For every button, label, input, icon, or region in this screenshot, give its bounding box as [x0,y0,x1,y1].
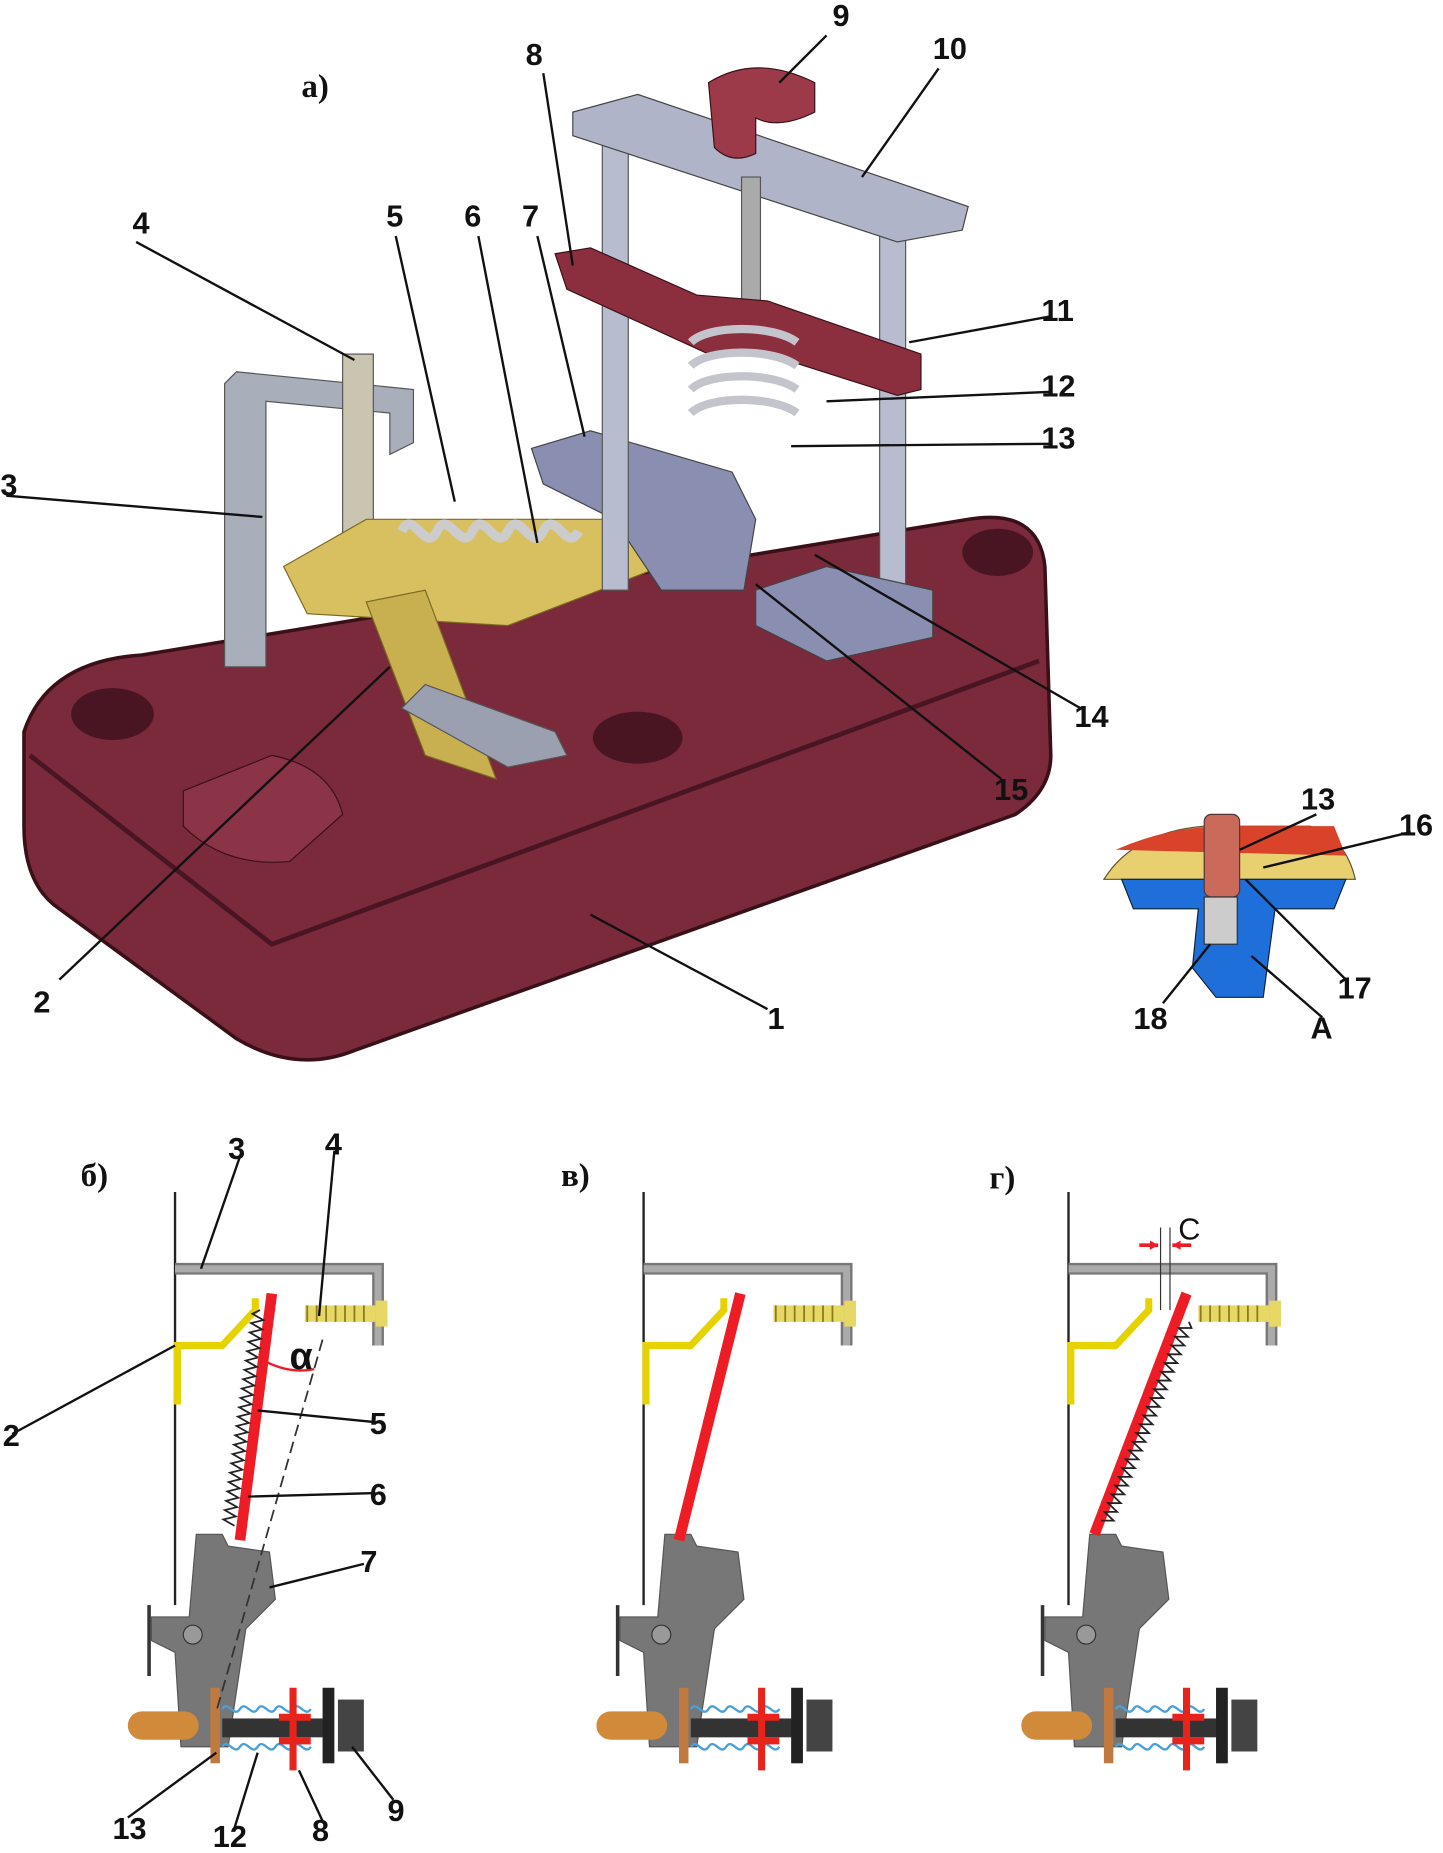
label-7: 7 [522,199,539,234]
inset-label-18: 18 [1133,1001,1167,1036]
top-bar [572,93,969,243]
panel-g-schematic [1021,1192,1281,1770]
label-6: 6 [464,199,481,234]
inset-label-a: A [1310,1011,1332,1046]
panel-v-schematic [596,1192,856,1770]
inset-section [1102,813,1412,1019]
panel-a-leaders [6,34,1081,1011]
b-angle-alpha: α [290,1336,313,1378]
label-1: 1 [768,1001,785,1036]
label-10: 10 [933,31,967,66]
label-9: 9 [832,0,849,33]
b-label-5: 5 [370,1406,387,1441]
bracket [224,371,415,668]
label-8: 8 [526,37,543,72]
label-12: 12 [1041,369,1075,404]
b-label-6: 6 [370,1477,387,1512]
label-2: 2 [33,985,50,1020]
b-label-9: 9 [387,1793,404,1828]
b-label-13: 13 [112,1811,146,1846]
b-label-2: 2 [3,1418,20,1453]
b-label-4: 4 [325,1126,342,1161]
panel-b-title: б) [81,1158,109,1194]
g-gap-c: C [1178,1211,1200,1246]
armature [530,430,757,591]
label-15: 15 [994,772,1028,807]
label-13: 13 [1041,420,1075,455]
yoke [554,247,922,396]
base-plate [22,515,1053,1062]
b-label-3: 3 [228,1131,245,1166]
inset-label-16: 16 [1399,808,1433,843]
inset-label-17: 17 [1338,970,1372,1005]
b-label-12: 12 [213,1819,247,1853]
b-label-8: 8 [312,1813,329,1848]
b-label-7: 7 [360,1544,377,1579]
panel-g-title: г) [989,1161,1015,1197]
inset-label-13: 13 [1301,782,1335,817]
panel-a-title: а) [301,69,329,105]
panel-a-relay-view [22,67,1053,1062]
panel-b-schematic [11,1150,395,1830]
adjust-knob [707,67,816,159]
panel-v-title: в) [561,1158,590,1194]
label-3: 3 [0,468,17,503]
label-4: 4 [133,206,150,241]
label-11: 11 [1041,293,1073,328]
label-14: 14 [1074,699,1108,734]
label-5: 5 [386,199,403,234]
